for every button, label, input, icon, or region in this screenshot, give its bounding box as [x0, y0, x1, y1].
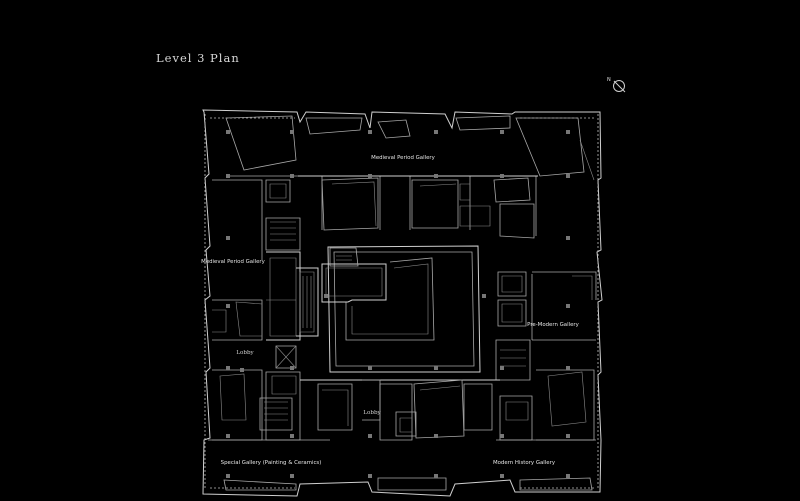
label-premodern: Pre-Modern Gallery	[527, 322, 579, 328]
label-lobby-left: Lobby	[236, 350, 254, 356]
label-special-gallery: Special Gallery (Painting & Ceramics)	[221, 460, 322, 466]
north-label: N	[607, 77, 611, 83]
label-medieval-left: Medieval Period Gallery	[201, 259, 265, 265]
label-medieval-top: Medieval Period Gallery	[371, 155, 435, 161]
label-modern-history: Modern History Gallery	[493, 460, 556, 466]
label-lobby-center: Lobby	[363, 410, 381, 416]
plan-title: Level 3 Plan	[156, 51, 240, 65]
central-atrium	[327, 245, 481, 373]
column-grid	[226, 130, 570, 478]
north-arrow-icon: N	[607, 77, 626, 93]
building-perimeter	[202, 109, 603, 497]
